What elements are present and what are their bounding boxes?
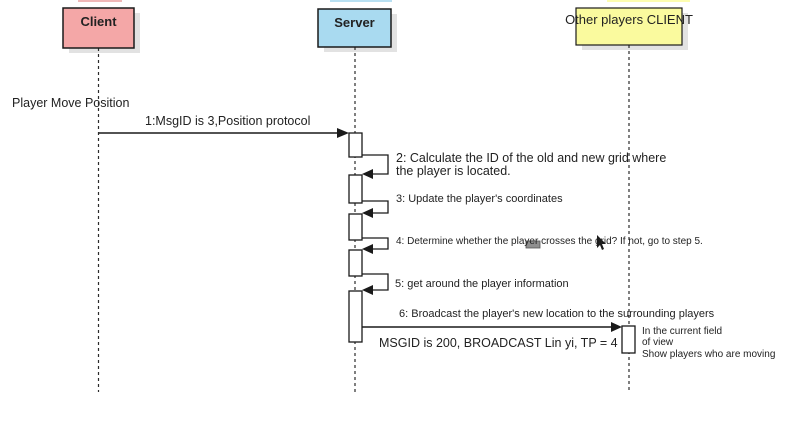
client-top-sliver — [78, 0, 122, 2]
server-activation-4 — [348, 249, 363, 277]
self-message-4-loop — [362, 237, 389, 250]
self-message-3-loop — [362, 200, 389, 214]
server-top-sliver — [330, 0, 392, 2]
self-message-4-arrowhead — [362, 244, 373, 254]
others-activation-1 — [621, 325, 636, 354]
others-actor-box — [575, 7, 683, 46]
server-activation-5 — [348, 290, 363, 343]
message-6-label: 6: Broadcast the player's new location t… — [399, 308, 715, 320]
field-of-view-note-line2: of view — [642, 337, 674, 348]
field-of-view-note-line1: In the current field — [642, 326, 723, 337]
drag-handle-icon — [525, 240, 541, 249]
server-activation-1 — [348, 132, 363, 158]
self-message-5-loop — [362, 273, 389, 291]
message-4-label: 4: Determine whether the player crosses … — [396, 236, 703, 247]
message-2-label-line2: the player is located. — [396, 164, 511, 178]
broadcast-detail-note: MSGID is 200, BROADCAST Lin yi, TP = 4 — [379, 336, 618, 350]
message-6-arrowhead — [611, 322, 622, 332]
field-of-view-note: In the current field of view Show player… — [642, 326, 776, 361]
message-5-label: 5: get around the player information — [395, 278, 569, 290]
server-actor-label: Server — [334, 15, 375, 30]
others-top-sliver — [607, 0, 690, 2]
message-1-arrowhead — [337, 128, 349, 138]
server-activation-3 — [348, 213, 363, 241]
message-1-label: 1:MsgID is 3,Position protocol — [145, 114, 311, 128]
self-message-3-arrowhead — [362, 208, 373, 218]
others-actor-label: Other players CLIENT — [565, 12, 693, 27]
client-actor-label: Client — [80, 14, 117, 29]
server-activation-2 — [348, 174, 363, 204]
field-of-view-note-line3: Show players who are moving — [642, 349, 776, 360]
message-2-label-line1: 2: Calculate the ID of the old and new g… — [396, 151, 667, 165]
mouse-pointer-icon — [597, 235, 606, 250]
player-move-note: Player Move Position — [12, 96, 130, 110]
self-message-5-arrowhead — [362, 285, 373, 295]
client-actor-box — [62, 7, 135, 49]
self-message-2-arrowhead — [362, 169, 373, 179]
message-3-label: 3: Update the player's coordinates — [396, 193, 563, 205]
server-actor-box — [317, 8, 392, 48]
self-message-2-loop — [362, 154, 389, 175]
